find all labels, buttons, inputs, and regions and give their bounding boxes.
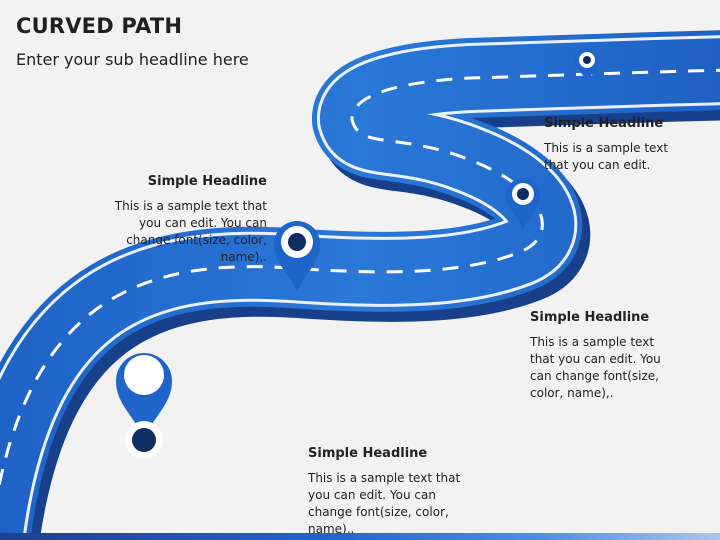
milestone-headline: Simple Headline bbox=[530, 310, 650, 325]
milestone-text-3: Simple Headline This is a sample text th… bbox=[530, 310, 680, 402]
pin-milestone-1-face bbox=[125, 421, 163, 459]
milestone-headline: Simple Headline bbox=[147, 174, 267, 189]
pin-milestone-1[interactable] bbox=[116, 353, 172, 440]
milestone-body: This is a sample text that you can edit.… bbox=[308, 471, 461, 536]
slide-subtitle: Enter your sub headline here bbox=[16, 50, 249, 69]
milestone-body: This is a sample text that you can edit.… bbox=[530, 335, 661, 400]
pin-milestone-4[interactable] bbox=[575, 48, 599, 82]
milestone-body: This is a sample text that you can edit. bbox=[544, 141, 669, 172]
bottom-accent-bar bbox=[0, 533, 720, 540]
milestone-headline: Simple Headline bbox=[544, 116, 664, 131]
milestone-text-4: Simple Headline This is a sample text th… bbox=[308, 446, 483, 538]
milestone-text-2: Simple Headline This is a sample text th… bbox=[544, 116, 674, 174]
milestone-headline: Simple Headline bbox=[308, 446, 428, 461]
pin-milestone-3[interactable] bbox=[506, 178, 540, 230]
slide-title: CURVED PATH bbox=[16, 14, 183, 38]
milestone-body: This is a sample text that you can edit.… bbox=[114, 199, 267, 264]
pin-milestone-2[interactable] bbox=[274, 221, 320, 292]
road-center-dashes bbox=[0, 68, 720, 489]
milestone-text-1: Simple Headline This is a sample text th… bbox=[97, 174, 267, 266]
